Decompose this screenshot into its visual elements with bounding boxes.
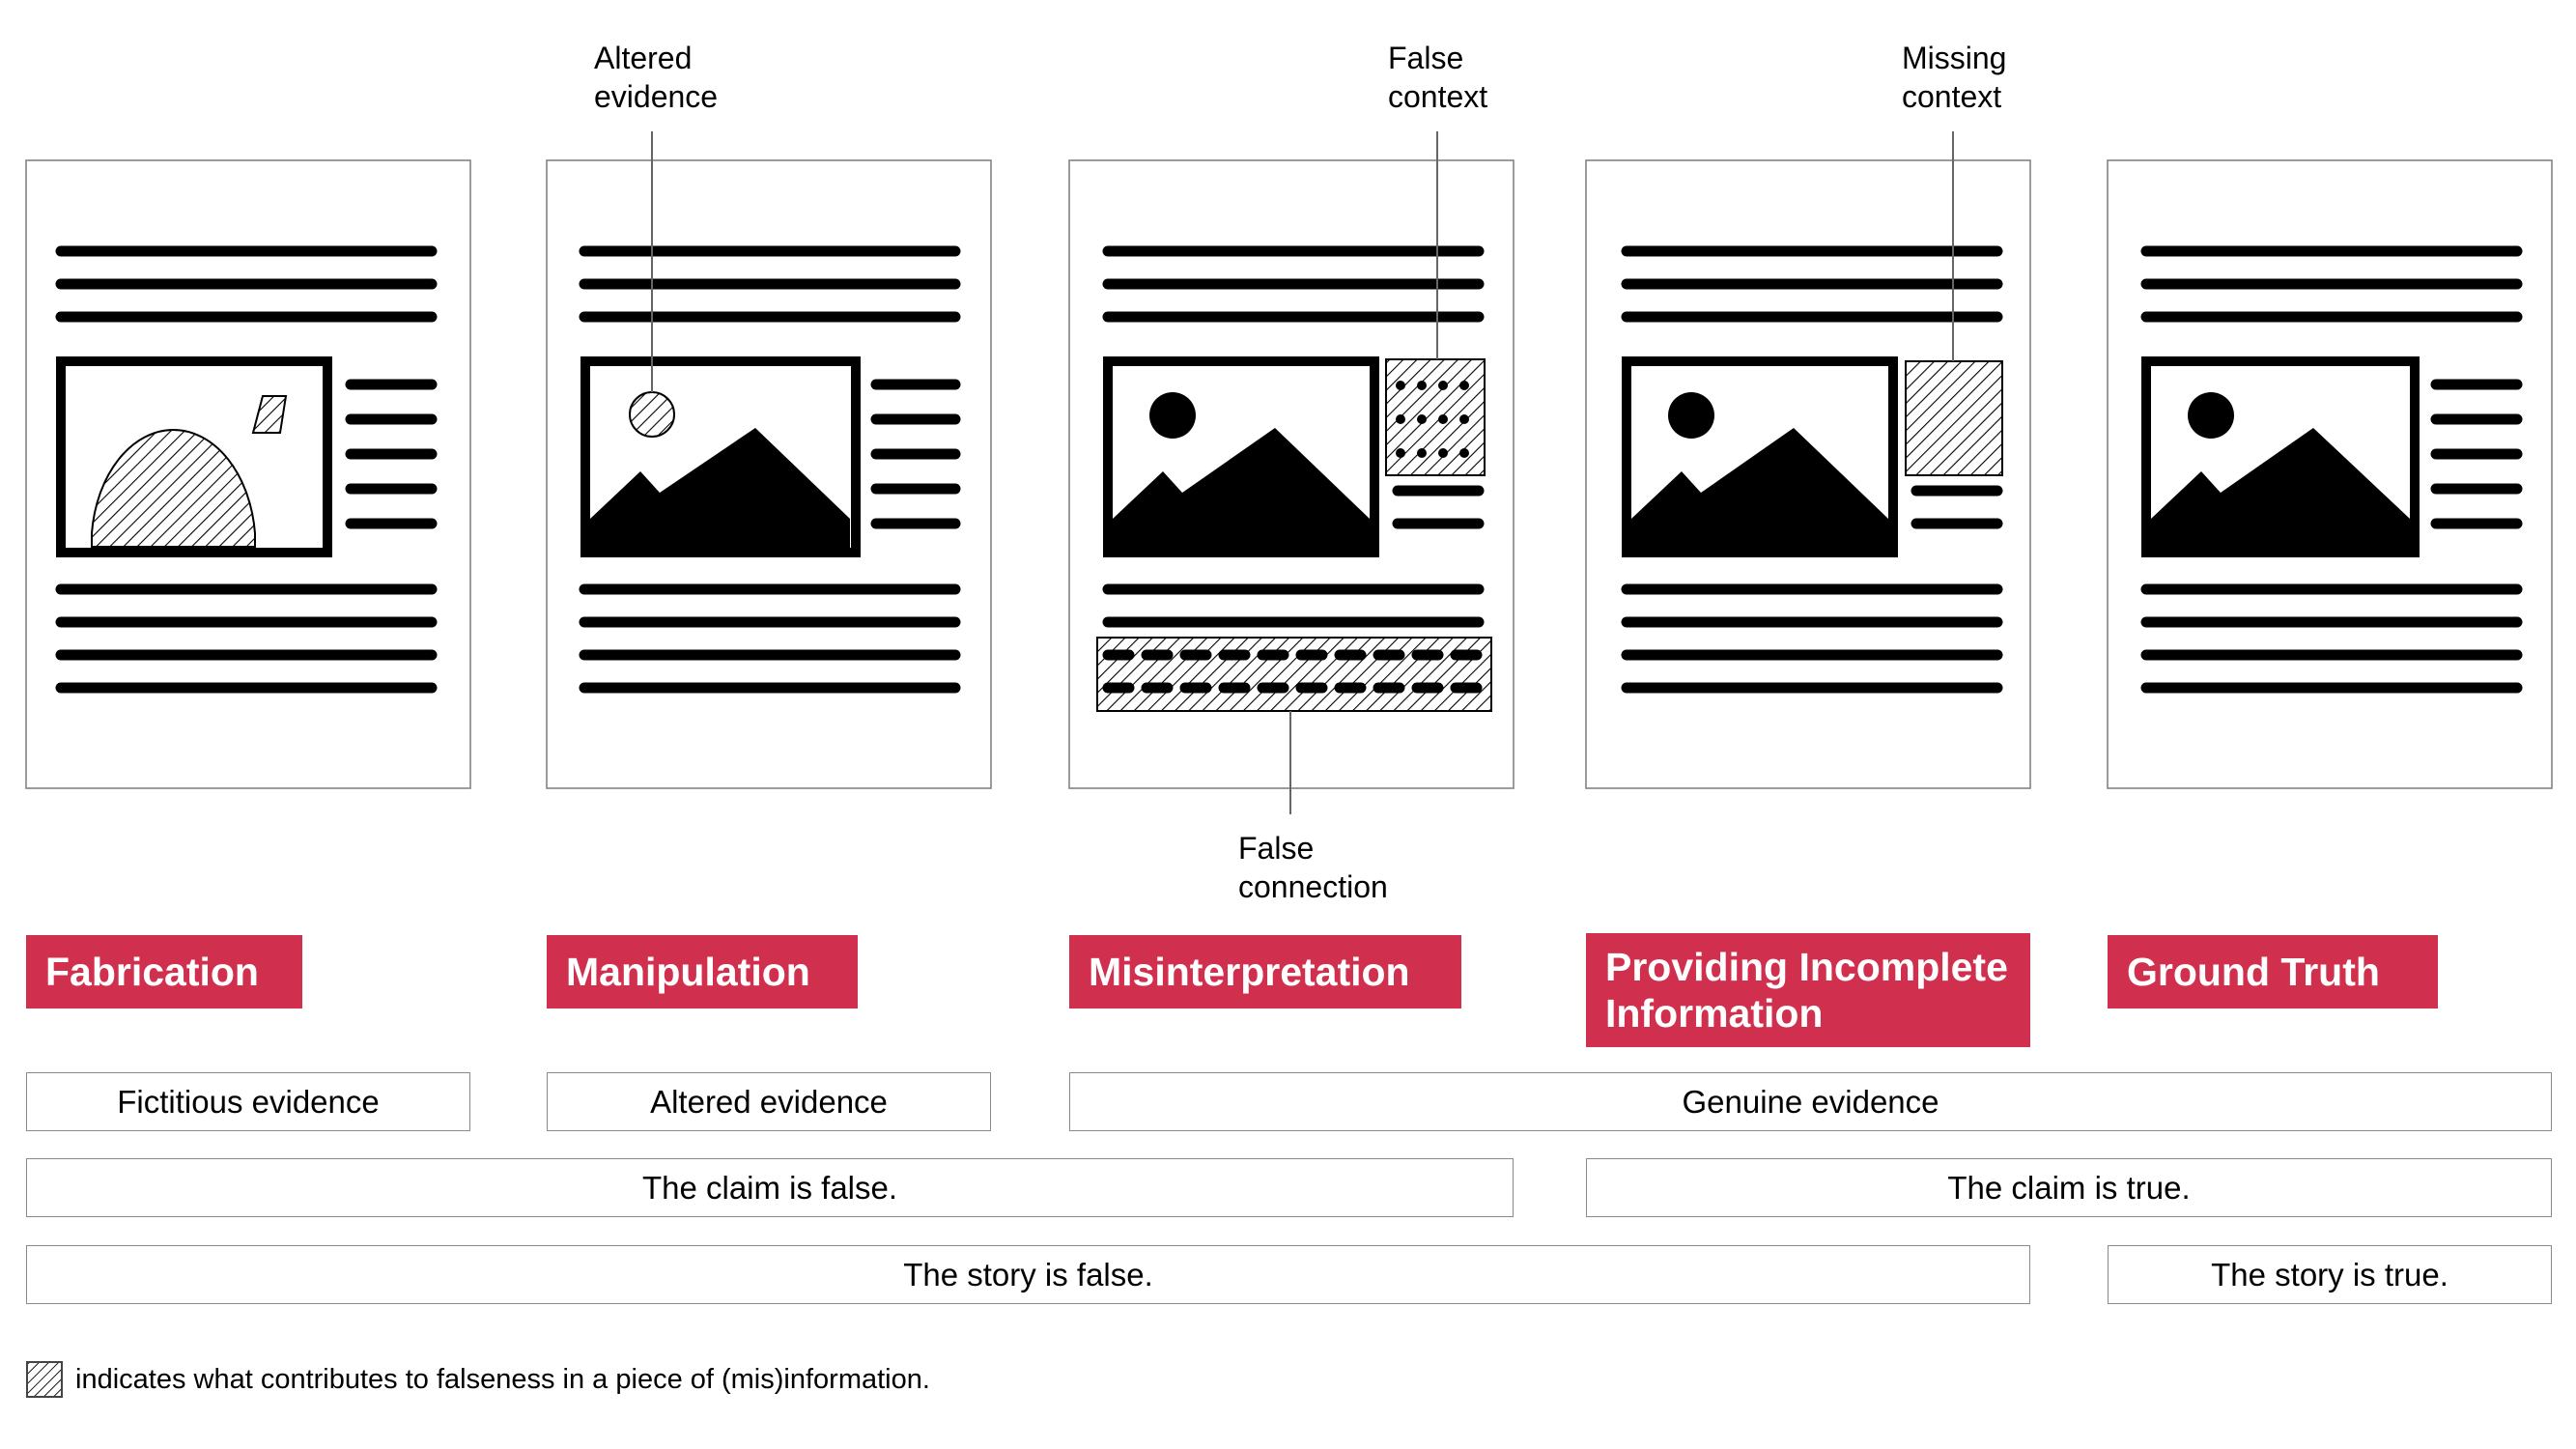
evidence-genuine: Genuine evidence xyxy=(1069,1072,2552,1131)
story-false: The story is false. xyxy=(26,1245,2030,1304)
category-manipulation: Manipulation xyxy=(547,935,858,1009)
category-misinterpretation: Misinterpretation xyxy=(1069,935,1461,1009)
annotation-altered-evidence: Altered evidence xyxy=(594,41,719,114)
category-ground-truth: Ground Truth xyxy=(2108,935,2438,1009)
document-misinterpretation xyxy=(1068,131,1514,814)
story-true: The story is true. xyxy=(2108,1245,2552,1304)
annotation-false-connection: False connection xyxy=(1238,831,1388,904)
evidence-fictitious: Fictitious evidence xyxy=(26,1072,470,1131)
category-fabrication: Fabrication xyxy=(26,935,302,1009)
legend-text: indicates what contributes to falseness … xyxy=(75,1364,930,1395)
evidence-altered: Altered evidence xyxy=(547,1072,991,1131)
document-fabrication xyxy=(25,159,471,789)
claim-true: The claim is true. xyxy=(1586,1158,2552,1217)
claim-false: The claim is false. xyxy=(26,1158,1514,1217)
document-ground-truth xyxy=(2107,159,2553,789)
document-incomplete-information xyxy=(1585,131,2031,789)
hatch-legend-icon xyxy=(26,1361,63,1398)
annotation-missing-context: Missing context xyxy=(1902,41,2007,114)
annotation-false-context: False context xyxy=(1388,41,1488,114)
document-manipulation xyxy=(546,131,992,789)
category-incomplete-information: Providing Incomplete Information xyxy=(1586,933,2030,1047)
